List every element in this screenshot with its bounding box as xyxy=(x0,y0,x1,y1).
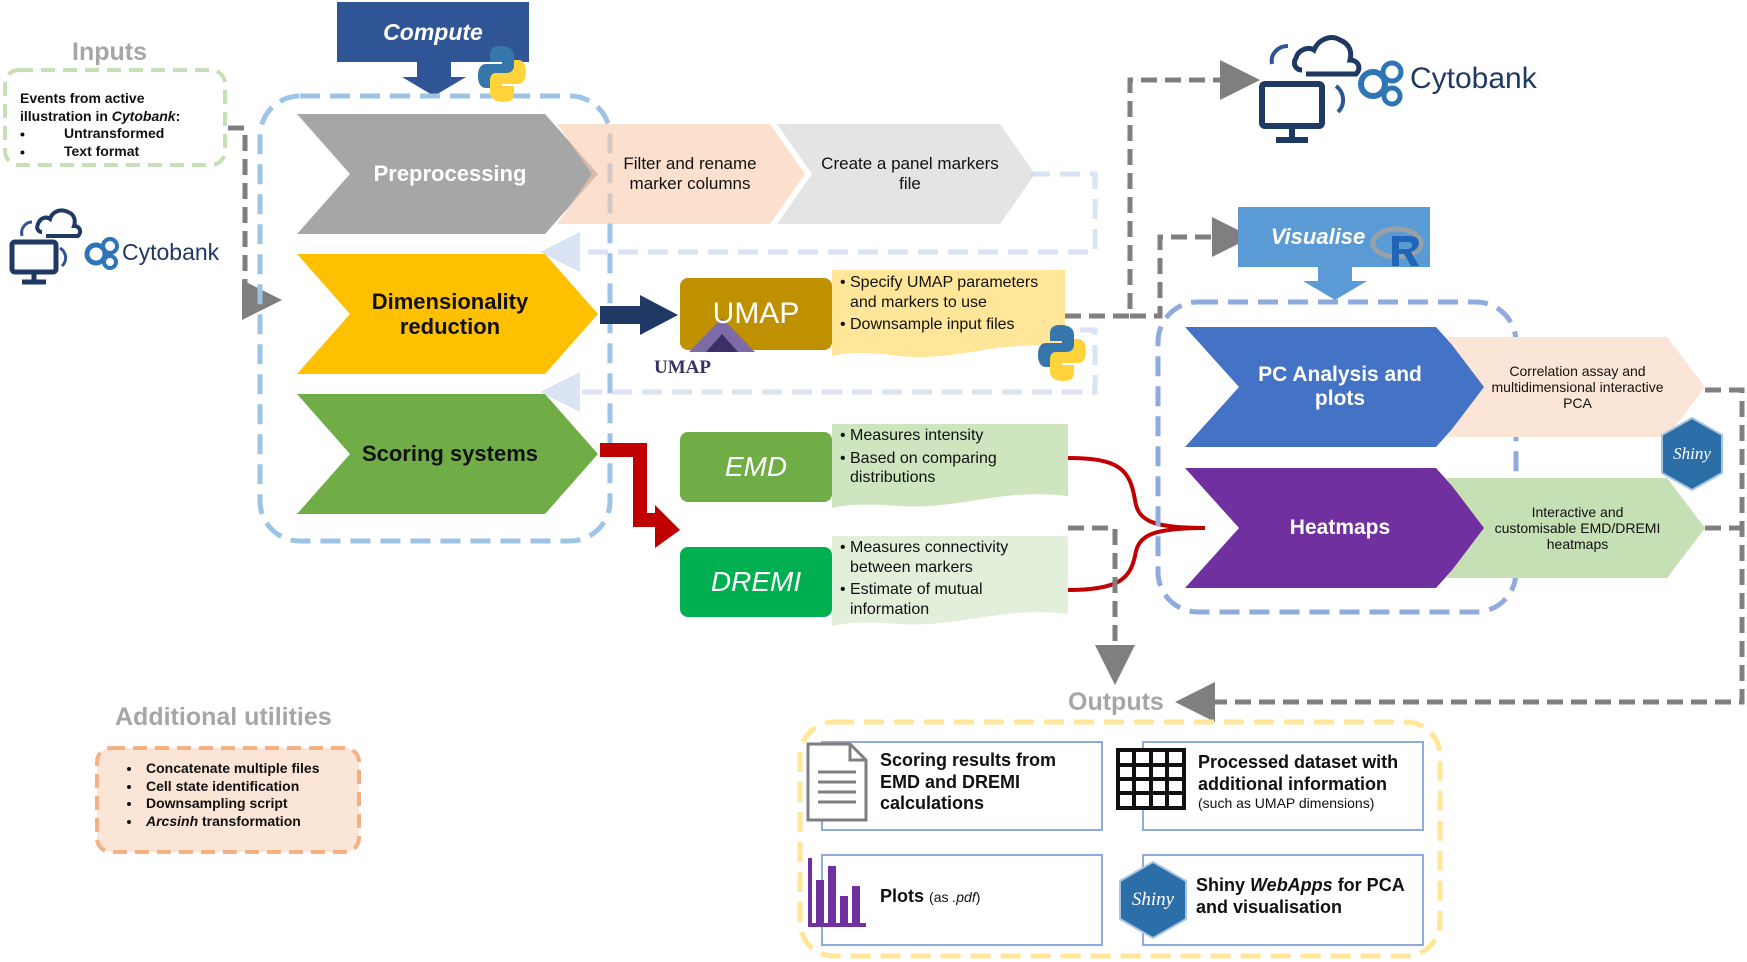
inputs-item: Untransformed xyxy=(64,125,165,141)
inputs-description-line1: Events from active xyxy=(20,90,145,106)
cytobank-icon-left xyxy=(9,208,119,285)
umap-to-visualise-connector xyxy=(1130,217,1252,319)
shiny-icon-visualise xyxy=(1661,416,1723,492)
outputs-heading: Outputs xyxy=(1068,688,1164,716)
umap-logo-text: UMAP xyxy=(654,357,711,378)
dimred-label: Dimensionality reduction xyxy=(371,288,529,339)
python-icon-compute xyxy=(478,46,526,102)
utilities-list: Concatenate multiple files Cell state id… xyxy=(112,760,352,830)
outputs-group xyxy=(797,719,1443,959)
umap-logo-triangle-inner xyxy=(706,334,738,352)
feedback-umap-to-dimred xyxy=(540,327,1098,412)
pca-label: PC Analysis and plots xyxy=(1258,362,1422,410)
dremi-notes: Measures connectivity between markers Es… xyxy=(840,538,1065,619)
inputs-description-line2: illustration in Cytobank: xyxy=(20,107,181,124)
pca-desc-label: Correlation assay and multidimensional i… xyxy=(1491,362,1664,412)
emd-notes: Measures intensity Based on comparing di… xyxy=(840,426,1065,488)
pca-to-outputs-connector xyxy=(1175,387,1745,722)
panel-markers-label: Create a panel markers file xyxy=(821,154,999,193)
dremi-note: Measures connectivity between markers xyxy=(840,538,1065,577)
utilities-item: Cell state identification xyxy=(142,778,352,796)
table-icon xyxy=(1116,748,1186,810)
metrics-to-outputs-connector xyxy=(1068,525,1135,685)
utilities-item: Concatenate multiple files xyxy=(142,760,352,778)
cytobank-logo-text-left: Cytobank xyxy=(122,239,220,265)
emd-note: Based on comparing distributions xyxy=(840,449,1065,488)
heatmaps-desc-label: Interactive and customisable EMD/DREMI h… xyxy=(1494,503,1661,553)
output-plots-main: Plots xyxy=(880,886,925,906)
emd-note: Measures intensity xyxy=(840,426,1065,446)
filter-rename-label: Filter and rename marker columns xyxy=(623,154,757,193)
umap-label: UMAP xyxy=(712,296,800,330)
output-processed-text: Processed dataset with additional inform… xyxy=(1198,752,1418,812)
compute-label: Compute xyxy=(383,18,483,45)
visualise-label: Visualise xyxy=(1270,224,1366,250)
utilities-item-last: Arcsinh transformation xyxy=(142,813,352,831)
heatmaps-chevron xyxy=(1185,468,1490,588)
shiny-logo-text-outputs: Shiny xyxy=(1131,889,1175,911)
filter-rename-chevron xyxy=(557,124,805,224)
pca-chevron xyxy=(1185,327,1490,447)
utilities-box xyxy=(95,746,361,854)
dimred-to-umap-arrow xyxy=(600,295,678,335)
output-processed-sub: (such as UMAP dimensions) xyxy=(1198,795,1375,812)
inputs-heading: Inputs xyxy=(72,38,147,66)
umap-to-cytobank-connector xyxy=(1065,60,1260,319)
inputs-description: Events from active illustration in Cytob… xyxy=(20,90,220,160)
preprocessing-chevron xyxy=(297,114,598,234)
dremi-note: Estimate of mutual information xyxy=(840,580,1065,619)
utilities-heading: Additional utilities xyxy=(115,703,332,731)
preprocessing-label: Preprocessing xyxy=(373,161,527,187)
heatmaps-label: Heatmaps xyxy=(1289,515,1391,539)
input-connector xyxy=(228,125,282,320)
visualise-down-arrow xyxy=(1303,267,1367,300)
cytobank-icon-top xyxy=(1259,35,1404,143)
metrics-to-heatmaps-brace xyxy=(1067,456,1206,592)
scoring-chevron xyxy=(297,394,598,514)
utilities-item: Downsampling script xyxy=(142,795,352,813)
shiny-icon-outputs xyxy=(1119,860,1187,940)
panel-markers-chevron xyxy=(777,124,1035,224)
r-logo-icon xyxy=(1370,226,1424,266)
output-processed-main: Processed dataset with additional inform… xyxy=(1198,752,1399,794)
shiny-logo-text-visualise: Shiny xyxy=(1673,444,1711,464)
umap-note: Specify UMAP parameters and markers to u… xyxy=(840,273,1062,312)
dremi-box xyxy=(680,547,832,617)
emd-box xyxy=(680,432,832,502)
inputs-box xyxy=(3,68,227,167)
pca-desc-chevron xyxy=(1446,337,1705,437)
output-shiny-text: Shiny WebApps for PCA and visualisation xyxy=(1196,875,1405,917)
scoring-to-metrics-arrowhead xyxy=(655,505,680,548)
scoring-to-metrics-arrow xyxy=(600,443,660,527)
inputs-bullet-dots: •• xyxy=(20,126,25,160)
heatmaps-desc-chevron xyxy=(1446,478,1705,578)
output-plots-text: Plots (as .pdf) xyxy=(880,886,1080,908)
emd-label: EMD xyxy=(724,450,788,482)
dimred-chevron xyxy=(297,254,598,374)
cytobank-logo-text-top: Cytobank xyxy=(1410,62,1537,95)
document-icon xyxy=(806,742,868,822)
output-scoring-text: Scoring results from EMD and DREMI calcu… xyxy=(880,750,1057,814)
feedback-panel-to-preprocessing xyxy=(540,171,1098,272)
inputs-item: Text format xyxy=(64,142,140,159)
umap-note: Downsample input files xyxy=(840,315,1062,335)
umap-notes: Specify UMAP parameters and markers to u… xyxy=(840,273,1062,335)
dremi-label: DREMI xyxy=(710,565,802,597)
bar-chart-icon xyxy=(808,858,866,927)
output-plots-sub: (as .pdf) xyxy=(929,889,981,905)
python-icon-umap xyxy=(1038,325,1086,381)
compute-down-arrow xyxy=(402,62,466,96)
scoring-label: Scoring systems xyxy=(361,441,539,467)
visualise-group xyxy=(1155,299,1519,615)
